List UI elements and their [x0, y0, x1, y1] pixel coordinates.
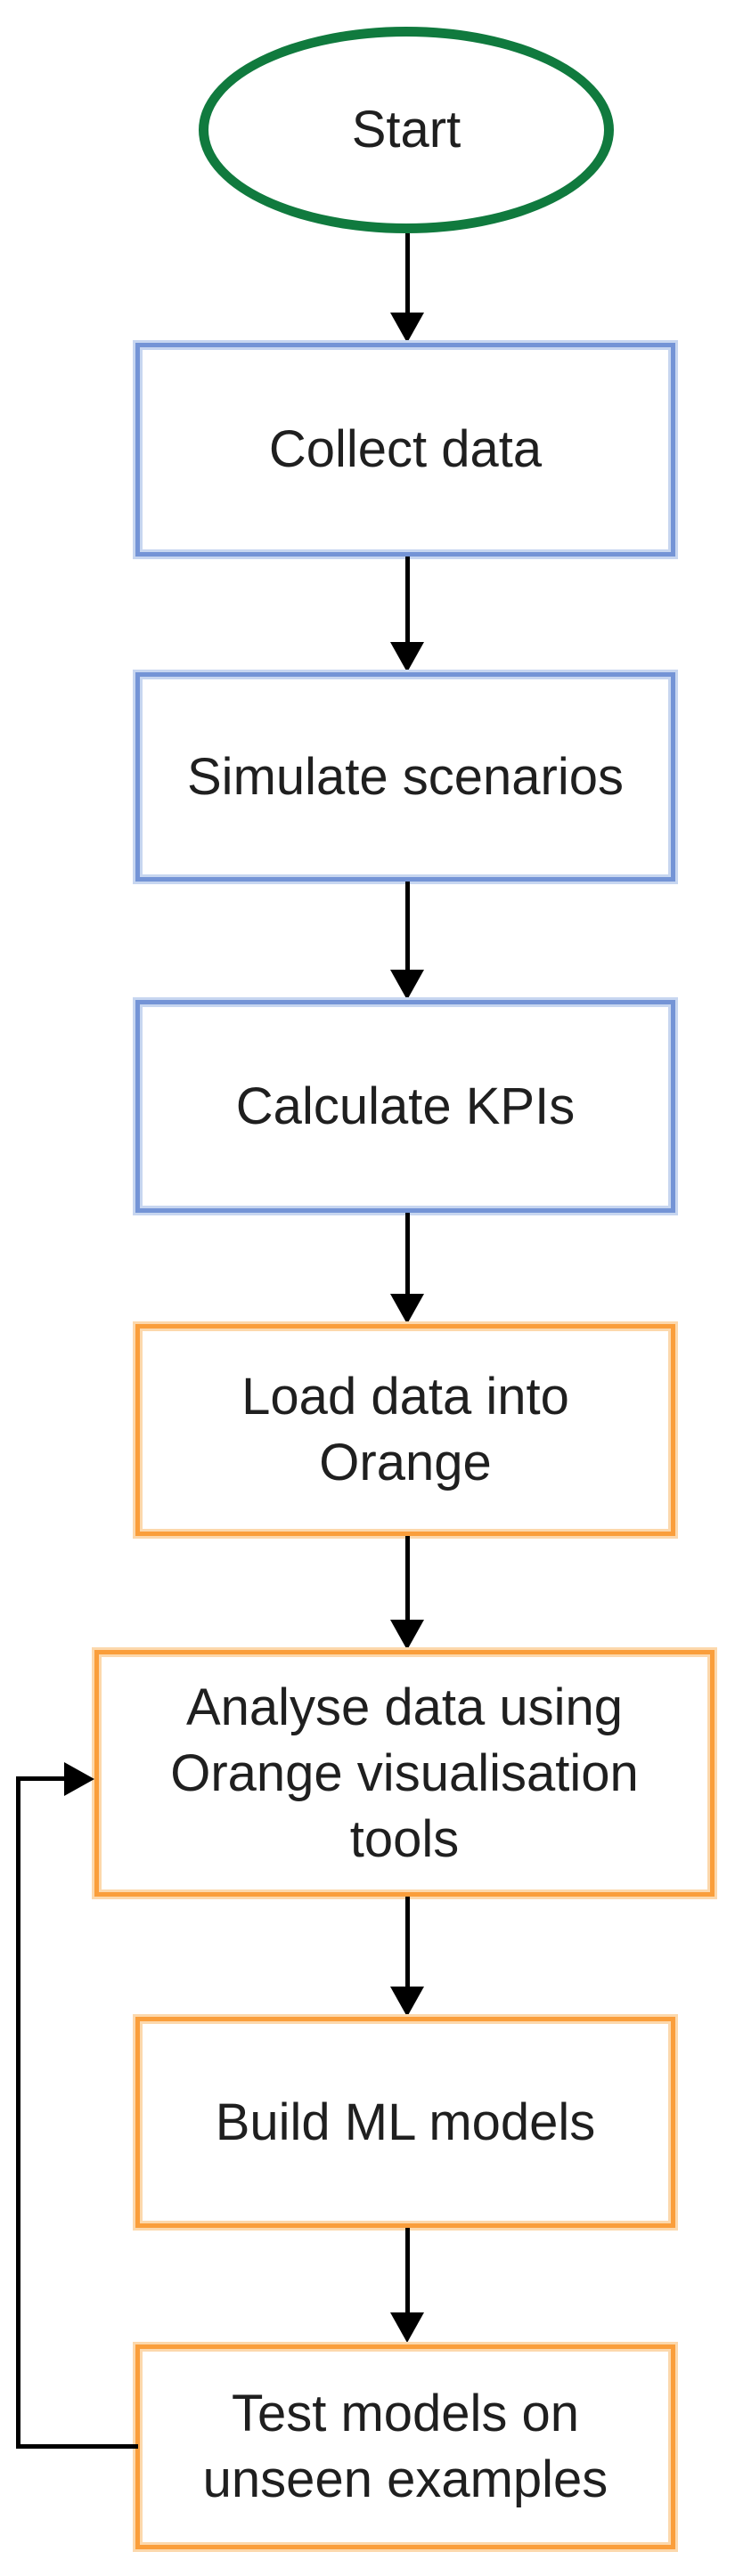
node-load-data-into-orange: Load data into Orange: [135, 1324, 675, 1536]
arrowhead-right-icon: [64, 1762, 94, 1796]
arrowhead-down-icon: [390, 1620, 424, 1650]
node-collect-data-label: Collect data: [268, 420, 543, 478]
arrowhead-down-icon: [390, 1294, 424, 1324]
arrowhead-down-icon: [390, 2312, 424, 2343]
arrowhead-down-icon: [390, 642, 424, 672]
node-start-label: Start: [351, 101, 461, 158]
node-build-ml-models: Build ML models: [135, 2017, 675, 2228]
node-build-ml-models-label: Build ML models: [215, 2092, 596, 2151]
node-calculate-kpis-label: Calculate KPIs: [235, 1077, 576, 1135]
node-analyse-data: Analyse data using Orange visualisation …: [94, 1650, 715, 1897]
node-collect-data: Collect data: [135, 343, 675, 557]
node-test-models: Test models on unseen examples: [135, 2344, 675, 2549]
node-test-models-label: Test models on unseen examples: [202, 2385, 608, 2508]
feedback-bottom-segment: [16, 2444, 138, 2449]
feedback-top-segment: [16, 1776, 64, 1781]
arrowhead-down-icon: [390, 313, 424, 343]
node-calculate-kpis: Calculate KPIs: [135, 1000, 675, 1213]
node-start: Start: [199, 27, 614, 233]
arrowhead-down-icon: [390, 1987, 424, 2017]
node-simulate-scenarios: Simulate scenarios: [135, 672, 675, 882]
node-analyse-data-label: Analyse data using Orange visualisation …: [170, 1678, 639, 1868]
node-simulate-scenarios-label: Simulate scenarios: [187, 747, 624, 806]
feedback-vertical-segment: [16, 1776, 20, 2449]
node-load-data-into-orange-label: Load data into Orange: [241, 1368, 569, 1491]
arrowhead-down-icon: [390, 970, 424, 1000]
